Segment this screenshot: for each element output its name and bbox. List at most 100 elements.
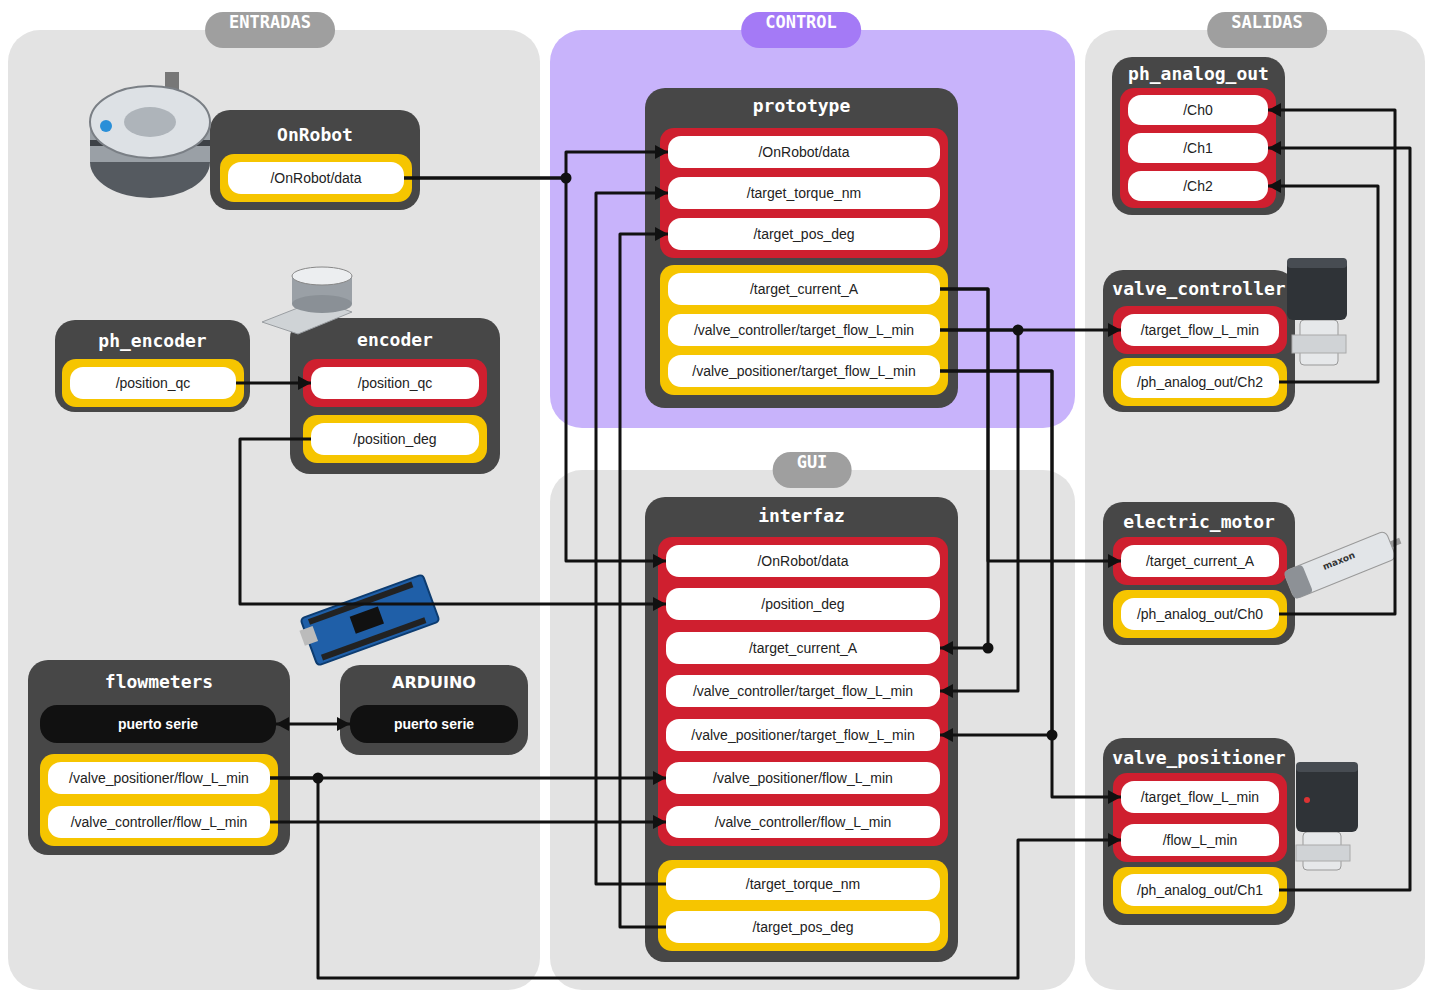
arrowhead (1268, 141, 1281, 155)
node-title: encoder (290, 329, 500, 353)
region-panel: ENTRADASOnRobot/OnRobot/dataph_encoder/p… (8, 30, 540, 990)
topic-pill: /target_pos_deg (666, 911, 940, 943)
topic-pill: /target_pos_deg (668, 218, 940, 250)
topic-pill: /target_current_A (668, 273, 940, 305)
region-label: SALIDAS (1207, 12, 1327, 48)
node-name: electric_motor (1123, 511, 1275, 532)
node-name: interfaz (758, 505, 845, 526)
node-name: ph_analog_out (1128, 63, 1269, 84)
node-box: ph_analog_out/Ch0/Ch1/Ch2 (1112, 57, 1285, 215)
node-name: ph_encoder (98, 330, 206, 351)
region-panel: CONTROLprototype/OnRobot/data/target_tor… (550, 30, 1075, 428)
topic-name: /valve_positioner/target_flow_L_min (692, 363, 915, 379)
node-title: electric_motor (1103, 511, 1295, 535)
topic-pill: /Ch2 (1128, 171, 1268, 201)
topic-pill: /valve_controller/target_flow_L_min (666, 675, 940, 707)
region-label: GUI (773, 452, 852, 488)
node-title: flowmeters (28, 671, 290, 695)
arrowhead (276, 717, 289, 731)
region-label: ENTRADAS (205, 12, 335, 48)
topic-name: /target_flow_L_min (1141, 789, 1259, 805)
topic-name: /valve_controller/target_flow_L_min (693, 683, 913, 699)
valve-picture (1296, 762, 1358, 870)
topic-pill: /valve_positioner/target_flow_L_min (666, 719, 940, 751)
node-title: ARDUINO (340, 673, 528, 697)
topic-pill: /position_deg (666, 588, 940, 620)
node-title: interfaz (645, 505, 958, 529)
connector (596, 193, 668, 884)
topic-pill: /valve_controller/flow_L_min (48, 806, 270, 838)
connector (940, 289, 988, 648)
topic-pill: /OnRobot/data (666, 545, 940, 577)
topic-name: /ph_analog_out/Ch2 (1137, 374, 1263, 390)
node-box: encoder/position_qc/position_deg (290, 318, 500, 474)
connector (240, 439, 666, 604)
topic-name: /valve_controller/flow_L_min (71, 814, 248, 830)
node-name: valve_controller (1112, 278, 1285, 299)
force-torque-sensor (90, 72, 210, 198)
junction-dot (561, 173, 572, 184)
connector (940, 330, 1018, 691)
region-title: CONTROL (765, 12, 837, 32)
arrowhead (653, 554, 666, 568)
topic-pill: /ph_analog_out/Ch2 (1121, 366, 1279, 398)
connector (404, 152, 668, 178)
junction-dot (1013, 325, 1024, 336)
region-title: GUI (797, 452, 828, 472)
topic-name: /target_current_A (750, 281, 858, 297)
serial-port: puerto serie (350, 705, 518, 743)
topic-name: /Ch2 (1183, 178, 1213, 194)
motor-picture (1283, 527, 1406, 600)
topic-pill: /ph_analog_out/Ch0 (1121, 598, 1279, 630)
node-name: encoder (357, 329, 433, 350)
region-title: SALIDAS (1231, 12, 1303, 32)
node-box: flowmeters puerto serie/valve_positioner/… (28, 660, 290, 855)
connector (940, 371, 1121, 797)
connector (1268, 148, 1410, 890)
topic-name: /target_torque_nm (746, 876, 860, 892)
node-name: flowmeters (105, 671, 213, 692)
topic-pill: /OnRobot/data (668, 136, 940, 168)
node-title: valve_controller (1103, 278, 1295, 302)
node-box: OnRobot/OnRobot/data (210, 110, 420, 210)
node-box: ARDUINO puerto serie (340, 665, 528, 755)
connector (270, 777, 666, 780)
topic-name: /valve_positioner/flow_L_min (713, 770, 893, 786)
arrowhead (655, 186, 668, 200)
arrowhead (655, 227, 668, 241)
encoder-picture (262, 267, 352, 334)
arrowhead (655, 145, 668, 159)
region-title: ENTRADAS (229, 12, 311, 32)
topic-name: /OnRobot/data (757, 553, 848, 569)
topic-pill: /target_torque_nm (668, 177, 940, 209)
topic-name: /ph_analog_out/Ch1 (1137, 882, 1263, 898)
topic-pill: /target_torque_nm (666, 868, 940, 900)
junction-dot (983, 643, 994, 654)
node-title: valve_positioner (1103, 747, 1295, 771)
node-box: valve_controller/target_flow_L_min/ph_an… (1103, 270, 1295, 412)
node-name: OnRobot (277, 124, 353, 145)
topic-name: /target_current_A (749, 640, 857, 656)
serial-port: puerto serie (40, 705, 276, 743)
topic-name: /Ch0 (1183, 102, 1213, 118)
connector (270, 821, 666, 824)
arrowhead (1268, 179, 1281, 193)
topic-pill: /Ch1 (1128, 133, 1268, 163)
region-panel: GUIinterfaz/OnRobot/data/position_deg/ta… (550, 470, 1075, 990)
topic-pill: /target_current_A (1121, 545, 1279, 577)
arrowhead (940, 684, 953, 698)
topic-name: /valve_positioner/flow_L_min (69, 770, 249, 786)
connector (270, 778, 1121, 978)
topic-pill: /OnRobot/data (228, 162, 404, 194)
node-box: electric_motor/target_current_A/ph_analo… (1103, 502, 1295, 645)
node-title: ph_encoder (55, 330, 250, 354)
topic-name: /target_pos_deg (753, 226, 854, 242)
topic-pill: /valve_controller/target_flow_L_min (668, 314, 940, 346)
arrowhead (1268, 103, 1281, 117)
topic-name: /position_qc (116, 375, 191, 391)
arrowhead (940, 728, 953, 742)
node-title: prototype (645, 95, 958, 119)
topic-name: /flow_L_min (1163, 832, 1238, 848)
port-name: puerto serie (118, 716, 198, 732)
